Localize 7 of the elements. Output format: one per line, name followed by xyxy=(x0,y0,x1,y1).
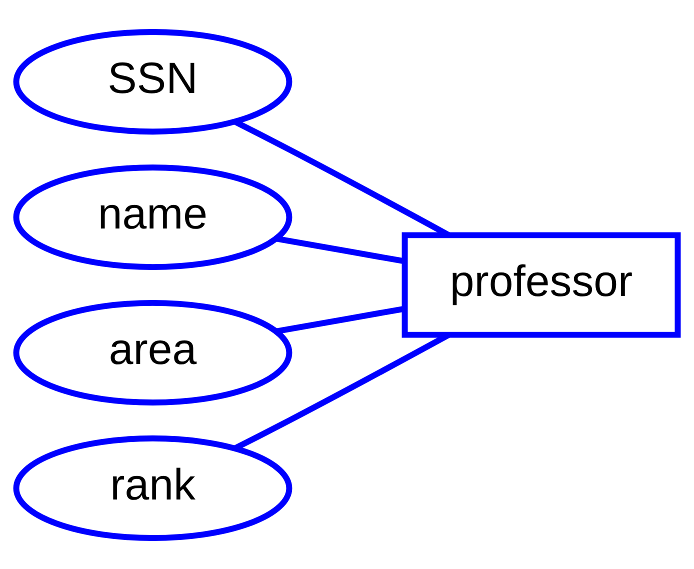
node-ellipse: SSN xyxy=(13,28,292,134)
node-ellipse: area xyxy=(13,299,292,406)
connector xyxy=(276,235,405,264)
node-ellipse: name xyxy=(13,164,292,270)
node-ellipse: rank xyxy=(13,434,292,541)
connector xyxy=(276,305,405,334)
node-box: professor xyxy=(402,232,681,338)
